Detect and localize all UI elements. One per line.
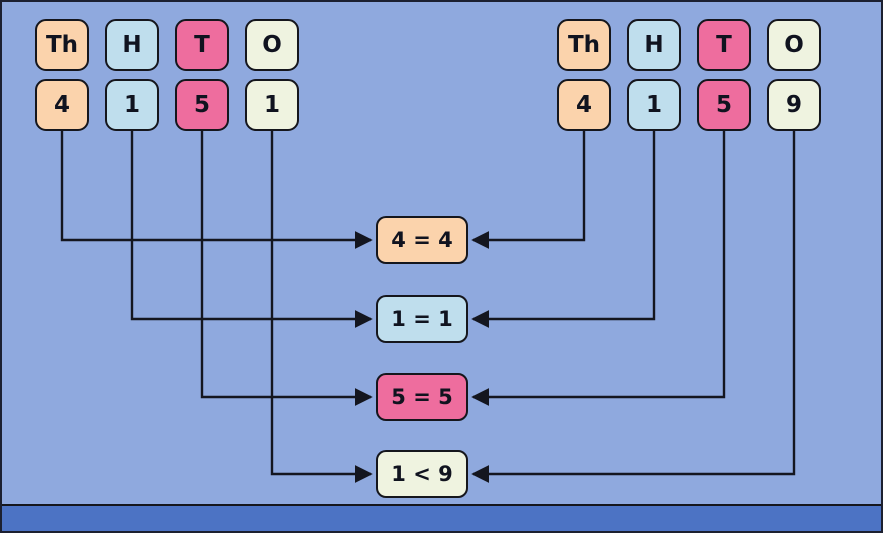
right-header-thousands: Th xyxy=(557,19,611,71)
connector-right-hundreds xyxy=(471,131,656,328)
connector-right-ones xyxy=(471,131,796,483)
connector-right-tens xyxy=(471,131,726,406)
left-header-tens: T xyxy=(175,19,229,71)
right-header-ones: O xyxy=(767,19,821,71)
left-digit-hundreds: 1 xyxy=(105,79,159,131)
left-header-hundreds: H xyxy=(105,19,159,71)
comparison-hundreds: 1 = 1 xyxy=(376,295,468,343)
right-digit-ones: 9 xyxy=(767,79,821,131)
connector-right-thousands xyxy=(471,131,586,249)
comparison-tens: 5 = 5 xyxy=(376,373,468,421)
right-digit-hundreds: 1 xyxy=(627,79,681,131)
connector-left-thousands xyxy=(60,131,373,249)
left-digit-tens: 5 xyxy=(175,79,229,131)
left-header-thousands: Th xyxy=(35,19,89,71)
right-digit-tens: 5 xyxy=(697,79,751,131)
connector-left-tens xyxy=(200,131,373,406)
left-digit-thousands: 4 xyxy=(35,79,89,131)
right-header-tens: T xyxy=(697,19,751,71)
comparison-ones: 1 < 9 xyxy=(376,450,468,498)
connector-left-ones xyxy=(270,131,373,483)
connector-left-hundreds xyxy=(130,131,373,328)
right-digit-thousands: 4 xyxy=(557,79,611,131)
left-digit-ones: 1 xyxy=(245,79,299,131)
bottom-bar xyxy=(2,504,881,531)
comparison-thousands: 4 = 4 xyxy=(376,216,468,264)
right-header-hundreds: H xyxy=(627,19,681,71)
left-header-ones: O xyxy=(245,19,299,71)
